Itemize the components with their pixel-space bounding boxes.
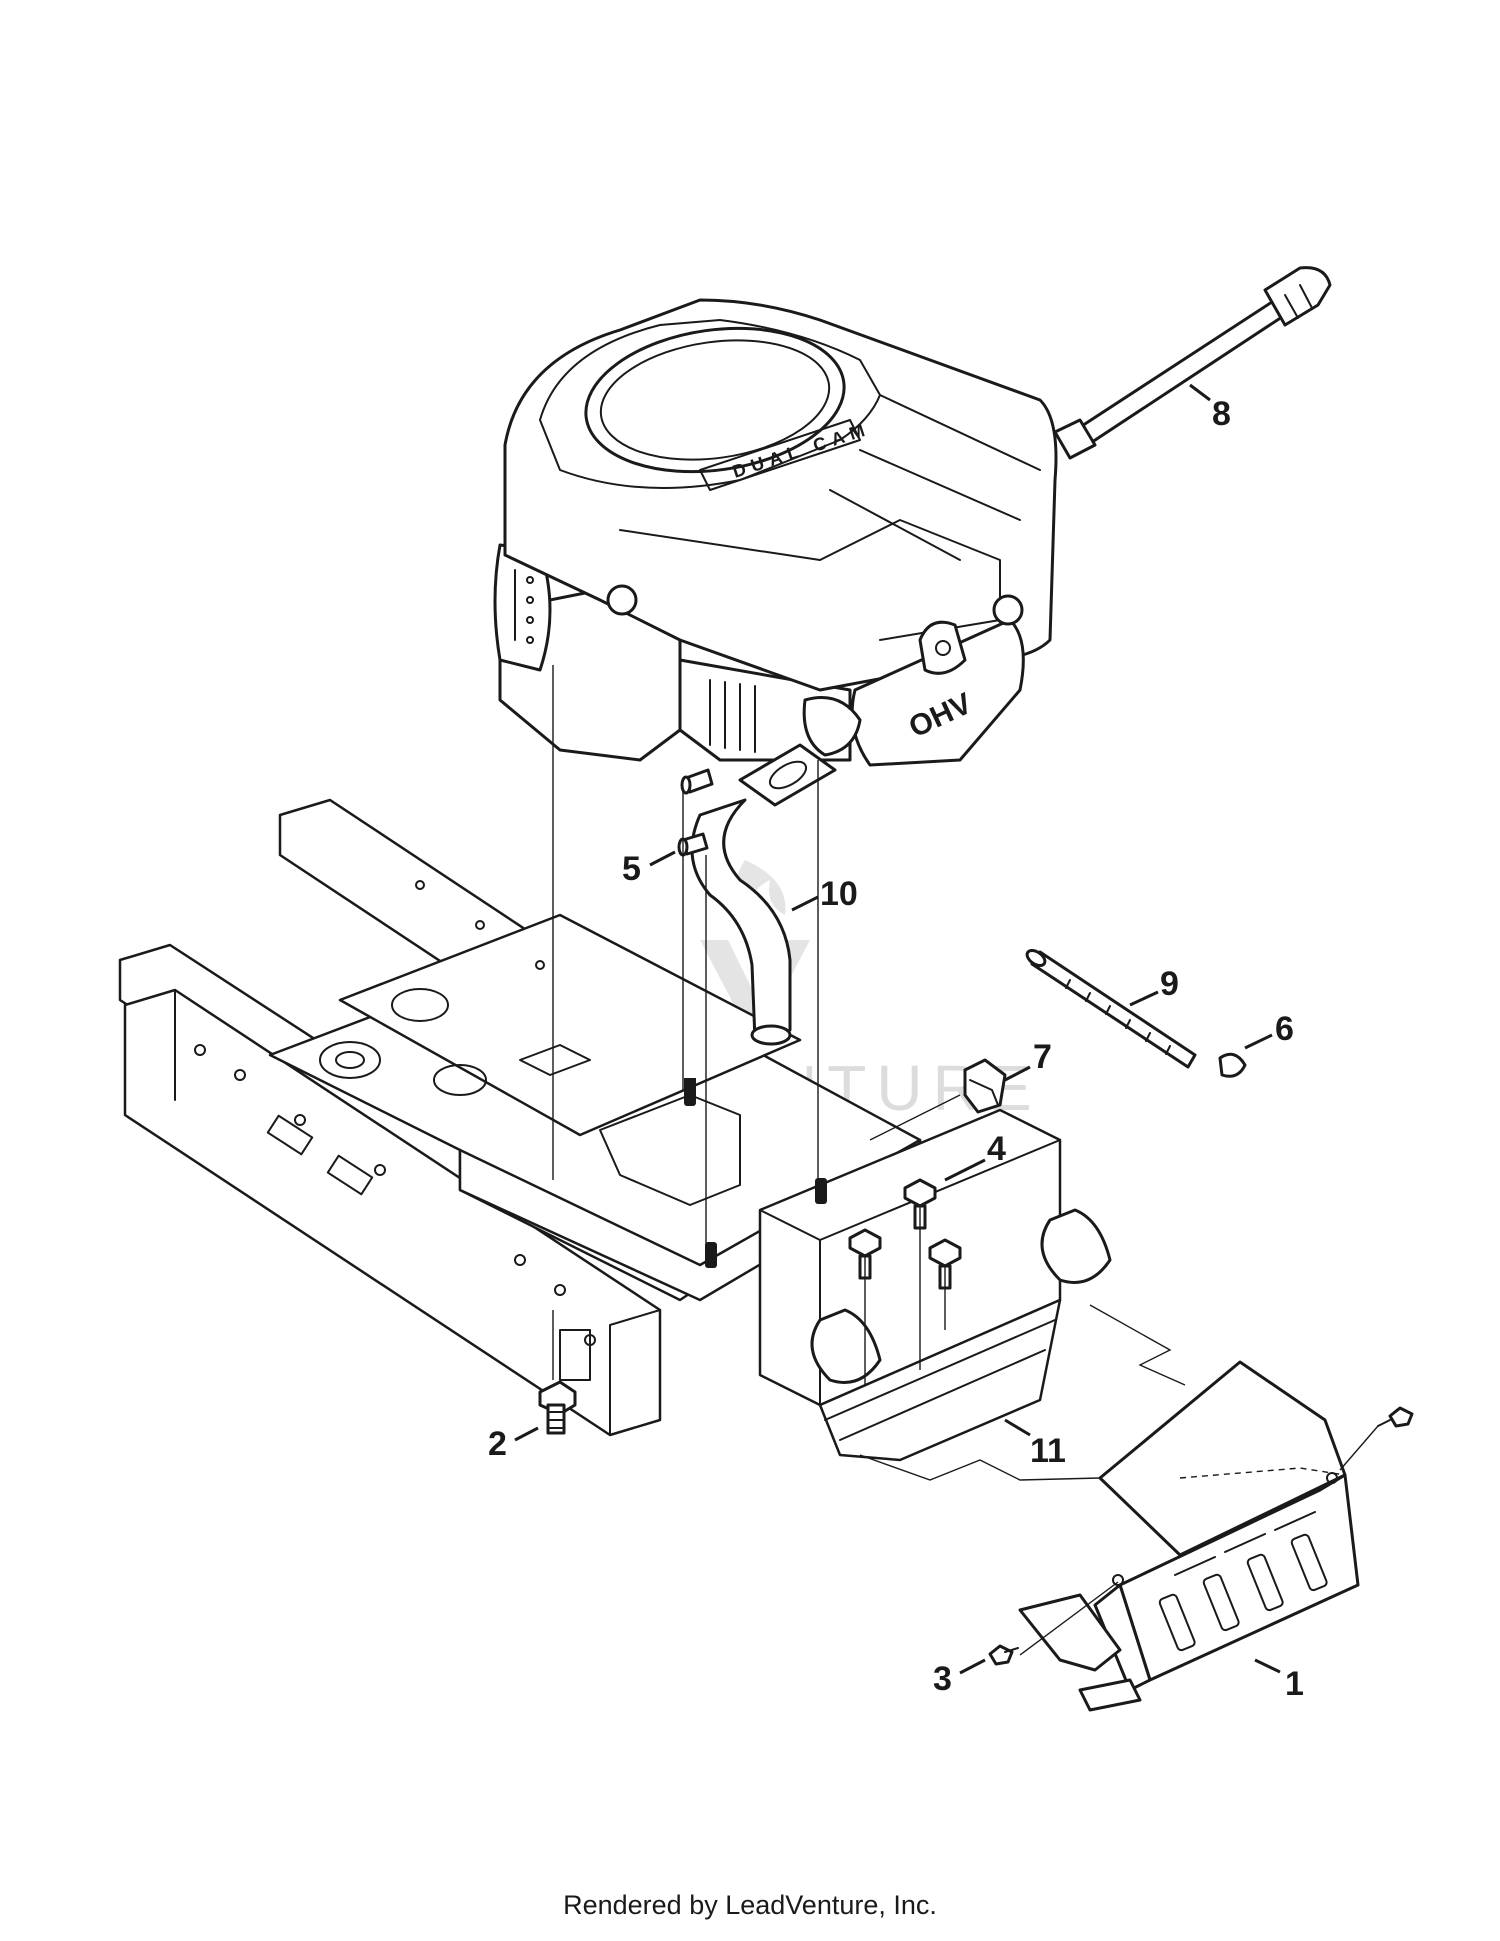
assembly-lines: [552, 665, 1379, 1656]
part-5-studs: [677, 768, 714, 857]
callout-8-number: 8: [1212, 395, 1231, 433]
frame-studs: [684, 1078, 827, 1268]
callout-2-number: 2: [488, 1425, 507, 1463]
callout-2: 2: [488, 1425, 539, 1463]
part-10-exhaust-pipe: [690, 743, 837, 1046]
part-3-screws: [988, 1406, 1414, 1666]
callout-7-number: 7: [1033, 1038, 1052, 1076]
callout-5: 5: [622, 850, 676, 888]
part-4-bolts: [848, 1178, 962, 1290]
callout-5-number: 5: [622, 850, 641, 888]
callout-1: 1: [1254, 1658, 1304, 1703]
callout-6: 6: [1244, 1010, 1294, 1050]
callout-10: 10: [791, 875, 858, 913]
callout-8: 8: [1189, 383, 1231, 433]
callout-11-number: 11: [1030, 1432, 1066, 1470]
callout-7: 7: [1004, 1038, 1052, 1082]
engine: DUAL CAM OHV: [493, 298, 1058, 767]
callout-3-number: 3: [933, 1660, 952, 1698]
callout-4-number: 4: [987, 1130, 1006, 1168]
callouts: 1 2 3 4 5 6 7 8: [488, 383, 1304, 1703]
footer-credit: Rendered by LeadVenture, Inc.: [563, 1890, 937, 1920]
callout-11: 11: [1004, 1418, 1066, 1470]
callout-6-number: 6: [1275, 1010, 1294, 1048]
callout-1-number: 1: [1285, 1665, 1304, 1703]
callout-9: 9: [1129, 965, 1179, 1007]
callout-9-number: 9: [1160, 965, 1179, 1003]
callout-4: 4: [944, 1130, 1006, 1182]
part-7-bracket: [963, 1058, 1007, 1114]
part-6-clip: [1218, 1052, 1247, 1078]
part-8-fuel-line: [1053, 266, 1332, 460]
part-2-bolt: [538, 1380, 577, 1435]
callout-10-number: 10: [820, 875, 858, 913]
tractor-frame: [118, 798, 1112, 1462]
part-9-rod: [1025, 948, 1197, 1069]
callout-3: 3: [933, 1658, 986, 1698]
part-1-guard: [1018, 1360, 1360, 1712]
